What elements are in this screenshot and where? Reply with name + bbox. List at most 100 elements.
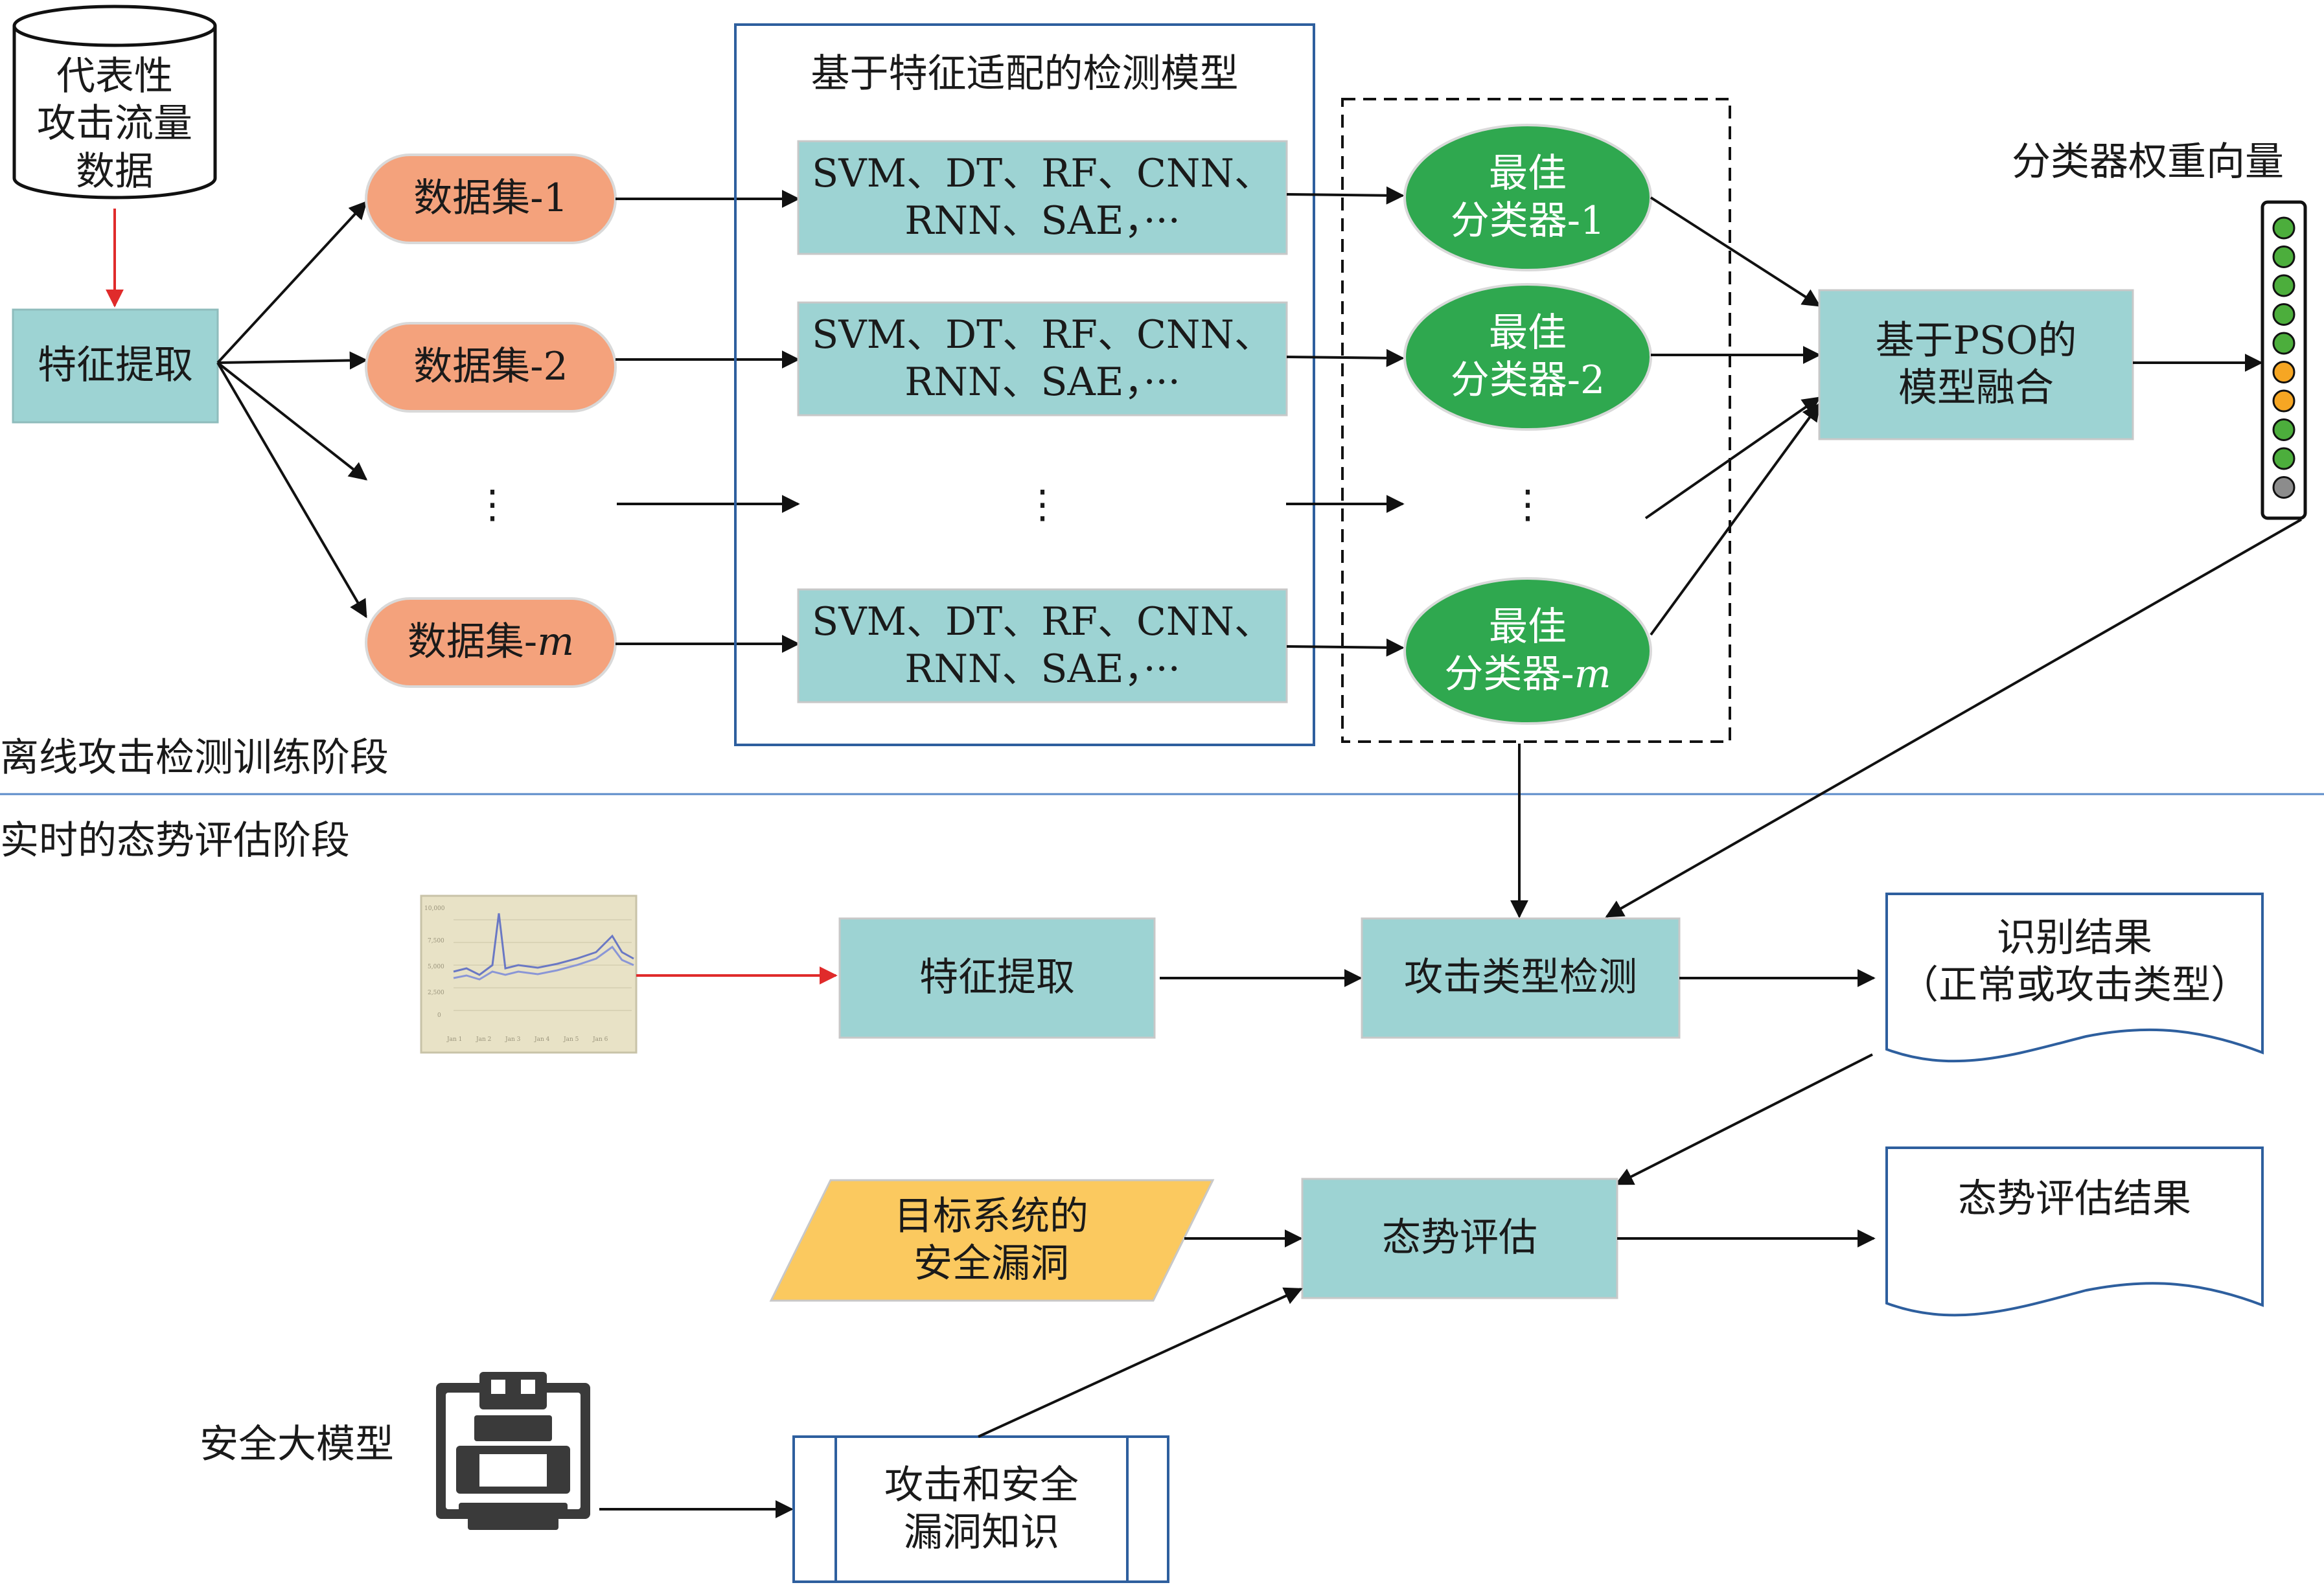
model-box-1-line-1: SVM、DT、RF、CNN、 bbox=[812, 150, 1273, 196]
weight-dot-6 bbox=[2272, 361, 2295, 383]
result-line-1: 识别结果 bbox=[1997, 915, 2152, 961]
assessment-result-label: 态势评估结果 bbox=[1958, 1176, 2191, 1222]
classifier-1-line-1: 最佳 bbox=[1489, 150, 1567, 196]
classifier-fusion-arrows bbox=[1644, 196, 1821, 636]
dataset-1-label: 数据集-1 bbox=[366, 155, 616, 243]
dataset-model-arrows bbox=[616, 190, 800, 653]
arrow-knowledge-to-assessment bbox=[978, 1287, 1303, 1438]
robot-icon bbox=[436, 1372, 590, 1530]
pso-fusion-box bbox=[1818, 289, 2134, 440]
weight-dot-1 bbox=[2272, 216, 2295, 240]
model-box-2 bbox=[797, 301, 1288, 416]
feature-extraction-box bbox=[12, 308, 219, 424]
dataset-ellipsis: ⋮ bbox=[473, 482, 512, 528]
arrow-result-to-assessment bbox=[1615, 1053, 1873, 1185]
model-box-1 bbox=[797, 140, 1288, 255]
svg-text:Jan 1: Jan 1 bbox=[446, 1036, 462, 1043]
classifier-2-line-1: 最佳 bbox=[1489, 310, 1567, 356]
svg-text:Jan 5: Jan 5 bbox=[563, 1036, 579, 1043]
svg-text:2,500: 2,500 bbox=[428, 990, 444, 996]
dataset-1-prefix: 数据集- bbox=[413, 176, 544, 222]
database-line-2: 攻击流量 bbox=[37, 101, 192, 147]
svg-text:10,000: 10,000 bbox=[424, 906, 445, 912]
dataset-1-suffix: 1 bbox=[543, 176, 568, 222]
knowledge-line-2: 漏洞知识 bbox=[904, 1510, 1059, 1555]
feature-extraction-label: 特征提取 bbox=[38, 343, 193, 389]
classifier-2-ellipse bbox=[1403, 283, 1652, 431]
database-line-3: 数据 bbox=[76, 148, 154, 194]
database-label: 代表性 攻击流量 数据 bbox=[14, 47, 215, 202]
knowledge-label: 攻击和安全 漏洞知识 bbox=[836, 1437, 1127, 1582]
weight-vector-label: 分类器权重向量 bbox=[2012, 139, 2284, 185]
database-cylinder bbox=[12, 5, 217, 200]
vulnerabilities-label: 目标系统的 安全漏洞 bbox=[790, 1180, 1192, 1301]
model-box-2-label: SVM、DT、RF、CNN、 RNN、SAE，··· bbox=[798, 302, 1287, 415]
model-box-2-line-2: RNN、SAE，··· bbox=[904, 359, 1180, 405]
vulnerabilities-line-1: 目标系统的 bbox=[894, 1193, 1088, 1239]
fanout-arrows bbox=[216, 200, 368, 619]
model-ellipsis: ⋮ bbox=[1023, 482, 1062, 528]
assessment-result-document bbox=[1885, 1146, 2264, 1317]
knowledge-box bbox=[792, 1435, 1169, 1583]
vulnerabilities-line-2: 安全漏洞 bbox=[914, 1241, 1069, 1286]
attack-detection-box bbox=[1361, 917, 1681, 1039]
classifier-ellipsis: ⋮ bbox=[1508, 482, 1547, 528]
dataset-2-prefix: 数据集- bbox=[413, 344, 544, 390]
svg-text:5,000: 5,000 bbox=[428, 964, 444, 970]
model-box-m bbox=[797, 588, 1288, 703]
rt-feature-extraction-label: 特征提取 bbox=[919, 955, 1075, 1001]
svg-text:7,500: 7,500 bbox=[428, 938, 444, 944]
classifier-2-label: 最佳 分类器-2 bbox=[1405, 284, 1651, 429]
assessment-label: 态势评估 bbox=[1382, 1215, 1537, 1261]
knowledge-line-1: 攻击和安全 bbox=[884, 1462, 1079, 1508]
classifier-1-label: 最佳 分类器-1 bbox=[1405, 125, 1651, 270]
vulnerabilities-parallelogram bbox=[769, 1179, 1215, 1302]
arrow-vector-to-detection bbox=[1605, 518, 2302, 918]
classifier-2-line-2: 分类器-2 bbox=[1450, 358, 1605, 403]
svg-text:Jan 2: Jan 2 bbox=[476, 1036, 491, 1043]
best-classifier-frame bbox=[1341, 98, 1731, 743]
weight-dot-9 bbox=[2272, 447, 2295, 470]
result-document bbox=[1885, 893, 2264, 1063]
model-box-2-line-1: SVM、DT、RF、CNN、 bbox=[812, 312, 1273, 358]
weight-dot-8 bbox=[2272, 418, 2295, 441]
result-line-2: （正常或攻击类型） bbox=[1900, 963, 2249, 1008]
detection-model-frame bbox=[734, 23, 1315, 746]
svg-text:Jan 3: Jan 3 bbox=[505, 1036, 521, 1043]
model-box-m-line-2: RNN、SAE，··· bbox=[904, 646, 1180, 692]
weight-dot-2 bbox=[2272, 245, 2295, 268]
model-box-1-label: SVM、DT、RF、CNN、 RNN、SAE，··· bbox=[798, 141, 1287, 254]
pso-fusion-line-1: 基于PSO的 bbox=[1875, 317, 2077, 363]
weight-vector-bar bbox=[2261, 200, 2307, 520]
detection-group-title: 基于特征适配的检测模型 bbox=[811, 51, 1239, 97]
classifier-1-line-2: 分类器-1 bbox=[1450, 198, 1605, 244]
traffic-chart-thumbnail: 10,000 7,500 5,000 2,500 0 Jan 1 Jan 2 Jan 3 Ja… bbox=[420, 895, 638, 1054]
svg-text:0: 0 bbox=[437, 1012, 441, 1019]
dataset-m-prefix: 数据集- bbox=[407, 619, 538, 665]
dataset-2-label: 数据集-2 bbox=[366, 323, 616, 411]
weight-dot-5 bbox=[2272, 332, 2295, 355]
pso-fusion-line-2: 模型融合 bbox=[1898, 365, 2054, 411]
classifier-m-label: 最佳 分类器-m bbox=[1405, 578, 1651, 724]
database-line-1: 代表性 bbox=[56, 54, 173, 100]
model-box-m-line-1: SVM、DT、RF、CNN、 bbox=[812, 599, 1273, 644]
model-box-m-label: SVM、DT、RF、CNN、 RNN、SAE，··· bbox=[798, 589, 1287, 702]
weight-dot-3 bbox=[2272, 274, 2295, 297]
weight-dot-4 bbox=[2272, 303, 2295, 326]
classifier-m-line-2: 分类器-m bbox=[1444, 652, 1611, 697]
training-stage-label: 离线攻击检测训练阶段 bbox=[0, 735, 389, 781]
result-label: 识别结果 （正常或攻击类型） bbox=[1887, 907, 2262, 1017]
classifier-m-line-1: 最佳 bbox=[1489, 604, 1567, 650]
rt-feature-extraction-box bbox=[838, 917, 1156, 1039]
model-classifier-arrows bbox=[1286, 186, 1405, 657]
dataset-m-suffix: m bbox=[537, 619, 575, 665]
dataset-2-suffix: 2 bbox=[543, 344, 568, 390]
svg-text:Jan 6: Jan 6 bbox=[592, 1036, 608, 1043]
dataset-m-label: 数据集-m bbox=[366, 599, 616, 687]
svg-text:Jan 4: Jan 4 bbox=[534, 1036, 550, 1043]
attack-detection-label: 攻击类型检测 bbox=[1404, 955, 1637, 1001]
classifier-m-ellipse bbox=[1403, 577, 1652, 725]
weight-dot-7 bbox=[2272, 389, 2295, 413]
dataset-2-pill bbox=[365, 322, 617, 413]
